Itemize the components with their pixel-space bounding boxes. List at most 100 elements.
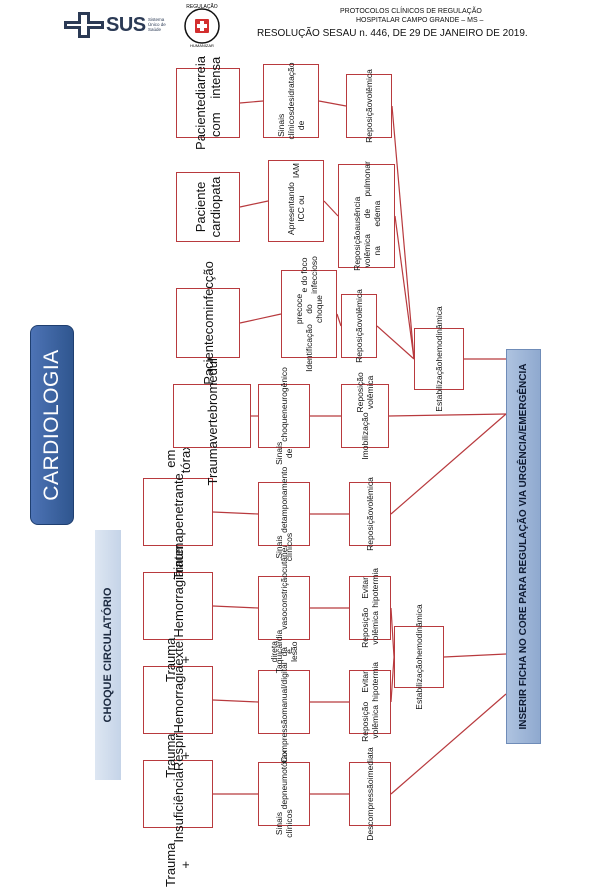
stabilization-to-inserir-line [443, 653, 507, 658]
action-to-stabilization-line [390, 607, 395, 658]
sign-box-6: Apresentando ICC ou IAM [268, 160, 324, 242]
rotated-flowchart: CARDIOLOGIA CHOQUE CIRCULATÓRIO INSERIR … [11, 56, 571, 887]
sign-text-line: Sinais clínicos [274, 809, 294, 838]
action-to-inserir-line [388, 413, 507, 417]
sus-wordmark: SUS [106, 14, 146, 36]
action-text-line: Reposição volêmica [360, 701, 380, 742]
sus-tagline: Sistema Único de Saúde [148, 17, 166, 32]
action-to-stabilization-line [376, 325, 415, 360]
page-header: SUS Sistema Único de Saúde REGULAÇÃO HUM… [0, 0, 596, 48]
seal-top-text: REGULAÇÃO [186, 3, 218, 10]
sign-to-action-line [323, 200, 339, 217]
action-text-line: imediata [365, 747, 375, 780]
action-text-line: Reposição volêmica [355, 372, 375, 413]
title-to-sign-line [239, 100, 264, 104]
action-text-line: pulmonar [361, 161, 372, 197]
sus-cross-icon [64, 12, 104, 38]
title-text-line: Trauma + [163, 842, 193, 887]
sign-text-line: Sinais clínicos de [276, 111, 306, 140]
sign-text-line: desidratação [286, 62, 296, 112]
sign-text-line: Sinais clínicos [274, 532, 294, 562]
title-to-sign-line [212, 605, 259, 609]
title-box-6: Paciente cardiopata [176, 172, 240, 242]
action-text-line: Reposição volêmica na [351, 230, 382, 271]
action-text-line: Reposição volêmica [360, 607, 380, 648]
sign-text-line: Taquicardia e [274, 629, 294, 674]
title-text-line: Paciente [200, 334, 216, 385]
title-text-line: infecção [200, 261, 216, 310]
title-text-line: Trauma + [163, 637, 193, 682]
title-text-line: Paciente com [193, 99, 223, 150]
header-line-2: HOSPITALAR CAMPO GRANDE – MS – [356, 17, 484, 24]
sign-text-line: IAM [291, 163, 301, 179]
action-text-line: Reposição [365, 510, 375, 551]
action-to-inserir-line [390, 693, 507, 795]
action-text-line: volêmica [354, 289, 364, 323]
sign-text-line: de [279, 799, 289, 810]
title-to-sign-line [239, 313, 282, 324]
title-text-line: Hemorragia [170, 569, 186, 638]
regulacao-seal: REGULAÇÃO HUMANIZAR [184, 3, 220, 48]
action-text-line: Evitar hipotermia [360, 568, 380, 608]
title-text-line: Trauma [204, 441, 220, 486]
sign-text-line: Compressão [279, 714, 289, 763]
inserir-ficha-banner: INSERIR FICHA NO CORE PARA REGULAÇÃO VIA… [506, 349, 541, 744]
title-to-sign-line [212, 511, 259, 515]
sign-text-line: neurogênico [279, 367, 289, 414]
sign-text-line: Sinais de [274, 441, 294, 465]
sign-to-action-line [336, 313, 342, 327]
stabilization-right-text-line: Estabilização [434, 361, 444, 412]
seal-bottom-text: HUMANIZAR [190, 43, 214, 48]
stabilization-left-text-line: Estabilização [414, 659, 424, 710]
action-to-stabilization-line [394, 215, 415, 360]
title-to-sign-line [239, 200, 269, 208]
action-text-line: Descompressão [365, 779, 375, 841]
action-to-inserir-line [390, 413, 507, 515]
action-to-stabilization-line [391, 105, 415, 360]
sign-to-action-line [318, 100, 347, 107]
choque-circulatorio-banner: CHOQUE CIRCULATÓRIO [95, 530, 121, 780]
cardiologia-banner: CARDIOLOGIA [30, 325, 74, 525]
title-text-line: penetrante [170, 473, 186, 536]
sign-text-line: Identificação [304, 324, 314, 372]
action-text-line: volêmica [364, 69, 374, 103]
action-text-line: Evitar hipotermia [360, 662, 380, 702]
sign-text-line: precoce do choque [294, 293, 324, 325]
stabilization-left-text-line: hemodinâmica [414, 604, 424, 660]
sign-text-line: vasoconstrição [279, 573, 289, 630]
sign-text-line: choque [279, 413, 289, 442]
title-text-line: em tórax [163, 444, 193, 474]
title-text-line: Insuficiência [170, 771, 186, 843]
sign-text-line: Apresentando ICC ou [286, 182, 306, 236]
title-text-line: Trauma [170, 535, 186, 580]
title-text-line: com [200, 309, 216, 335]
title-text-line: diarreia intensa [193, 56, 223, 100]
sign-text-line: e do foco infeccioso [299, 256, 319, 294]
title-text-line: Trauma + [163, 733, 193, 778]
action-text-line: volêmica [365, 477, 375, 511]
sus-logo: SUS Sistema Único de Saúde [64, 10, 170, 40]
action-text-line: Reposição [364, 102, 374, 143]
action-text-line: Imobilização [360, 412, 370, 460]
sign-text-line: tamponamento [279, 466, 289, 524]
header-line-3: RESOLUÇÃO SESAU n. 446, DE 29 DE JANEIRO… [257, 28, 528, 39]
action-text-line: ausência de edema [351, 196, 382, 231]
